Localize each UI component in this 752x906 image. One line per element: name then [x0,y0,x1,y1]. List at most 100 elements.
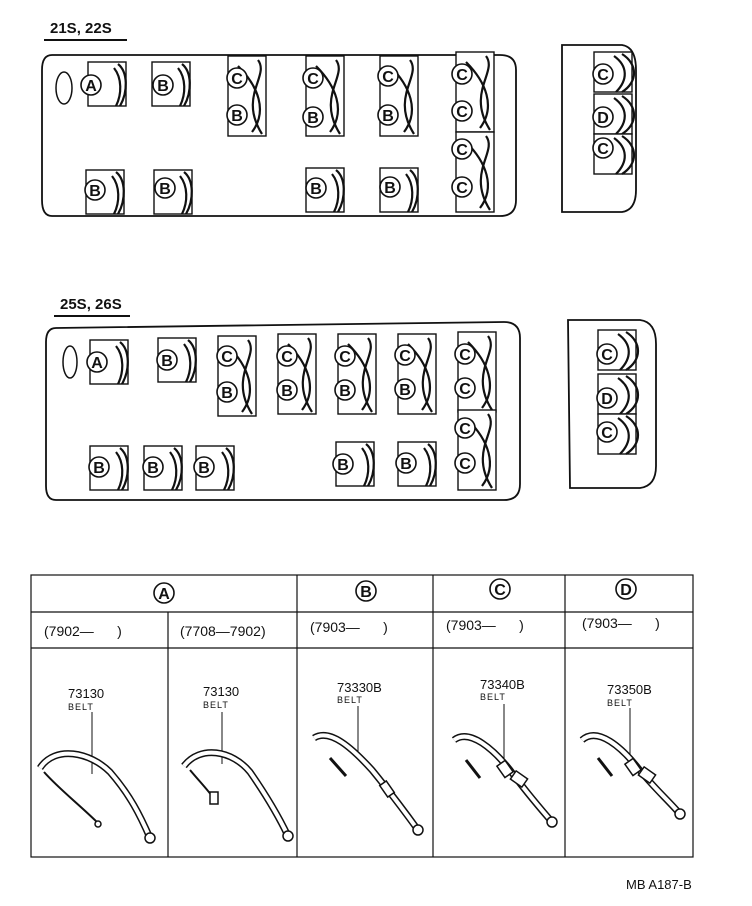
belt-illustration-73130-a [37,712,156,844]
svg-text:C: C [221,349,233,366]
part-name: BELT [607,698,633,708]
svg-text:C: C [307,71,319,88]
period-label: (7902— ) [44,623,122,639]
seat-marker-b: B [226,104,248,126]
seat-marker-c: C [226,67,248,89]
seat-marker-b: B [88,456,110,478]
seat-marker-c: C [377,65,399,87]
period-label: (7903— ) [310,619,388,635]
part-number: 73350B [607,682,652,697]
svg-text:B: B [360,584,372,601]
svg-text:C: C [456,142,468,159]
group-header-a: A [153,582,175,604]
part-name: BELT [480,692,506,702]
svg-text:C: C [601,425,613,442]
svg-text:C: C [339,349,351,366]
svg-text:C: C [601,347,613,364]
period-label: (7903— ) [446,617,524,633]
svg-text:B: B [231,108,243,125]
belt-illustration-73340b [451,704,558,828]
belt-illustration-73130-b [181,712,294,842]
svg-text:B: B [307,110,319,127]
seat-marker-c: C [454,343,476,365]
belt-illustration-73350b [579,708,686,820]
seat-marker-c: C [454,377,476,399]
seat-marker-c: C [451,176,473,198]
svg-text:C: C [281,349,293,366]
svg-text:D: D [620,582,632,599]
seat-marker-b: B [193,456,215,478]
svg-text:C: C [597,67,609,84]
svg-text:C: C [459,381,471,398]
seat-marker-b: B [276,379,298,401]
svg-text:C: C [456,180,468,197]
seat-marker-c: C [451,63,473,85]
svg-text:D: D [597,110,609,127]
seat-marker-b: B [394,378,416,400]
seat-marker-c: C [451,100,473,122]
seat-marker-b: B [379,176,401,198]
seat-marker-b: B [305,177,327,199]
figure-code: MB A187-B [626,877,692,892]
svg-text:C: C [459,347,471,364]
seat-marker-b: B [395,452,417,474]
svg-text:B: B [159,181,171,198]
seat-marker-c: C [451,138,473,160]
seat-marker-a: A [80,74,102,96]
svg-text:C: C [231,71,243,88]
svg-text:B: B [93,460,105,477]
svg-text:A: A [85,78,97,95]
svg-text:B: B [147,460,159,477]
seat-marker-b: B [334,379,356,401]
svg-text:D: D [601,391,613,408]
seat-marker-c: C [276,345,298,367]
seat-marker-b: B [332,453,354,475]
seat-marker-c: C [334,345,356,367]
seat-marker-d: D [592,106,614,128]
seat-marker-c: C [454,417,476,439]
svg-text:B: B [339,383,351,400]
seat-marker-c: C [592,137,614,159]
seat-marker-b: B [156,349,178,371]
svg-text:B: B [89,183,101,200]
svg-text:B: B [198,460,210,477]
part-name: BELT [203,700,229,710]
svg-text:B: B [161,353,173,370]
svg-text:C: C [382,69,394,86]
svg-text:B: B [157,78,169,95]
layout-title: 21S, 22S [50,20,112,37]
group-header-d: D [615,578,637,600]
group-header-c: C [489,578,511,600]
part-name: BELT [68,702,94,712]
seat-marker-c: C [216,345,238,367]
part-number: 73130 [68,686,104,701]
svg-text:C: C [456,104,468,121]
svg-text:C: C [459,421,471,438]
period-label: (7903— ) [582,615,660,631]
svg-text:A: A [158,586,170,603]
door-window [55,71,73,105]
part-number: 73130 [203,684,239,699]
seat-marker-a: A [86,351,108,373]
svg-text:B: B [221,385,233,402]
belt-illustration-73330b [312,706,424,836]
svg-text:A: A [91,355,103,372]
seat-marker-b: B [377,104,399,126]
svg-text:B: B [384,180,396,197]
parts-table: A B C D (7902— ) (7708—7902) (7903— ) (7… [30,574,694,858]
svg-text:B: B [399,382,411,399]
seat-marker-c: C [394,344,416,366]
part-name: BELT [337,695,363,705]
door-window [62,345,78,379]
seat-marker-b: B [216,381,238,403]
seat-marker-c: C [596,421,618,443]
seat-marker-b: B [302,106,324,128]
svg-text:C: C [597,141,609,158]
part-number: 73330B [337,680,382,695]
seat-marker-b: B [142,456,164,478]
svg-text:B: B [382,108,394,125]
group-header-b: B [355,580,377,602]
svg-text:C: C [399,348,411,365]
seat-marker-d: D [596,387,618,409]
